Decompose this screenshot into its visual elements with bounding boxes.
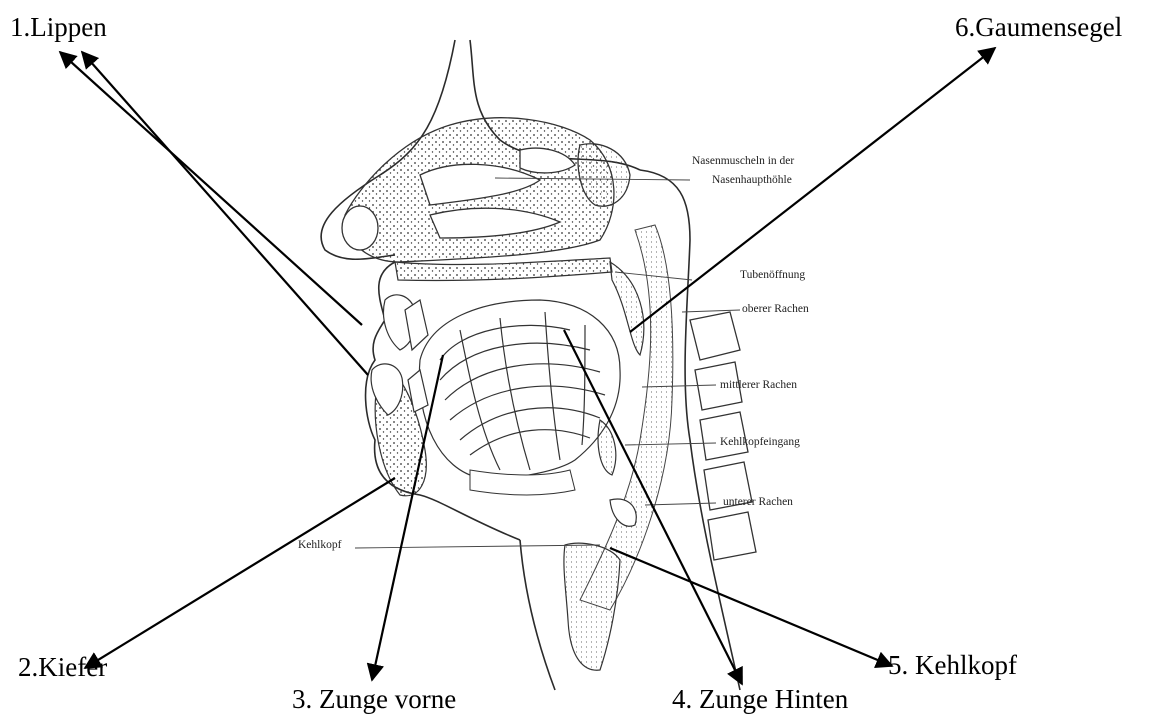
annotation-unterer-rachen: unterer Rachen: [723, 497, 793, 509]
label-gaumensegel: 6.Gaumensegel: [955, 14, 1122, 41]
velum: [610, 262, 644, 355]
arrow-kiefer: [85, 478, 395, 668]
annotation-kehlkopf: Kehlkopf: [298, 540, 341, 552]
label-lippen: 1.Lippen: [10, 14, 107, 41]
label-kiefer: 2.Kiefer: [18, 654, 107, 681]
arrow-lippen-lower: [82, 52, 368, 375]
arrow-lippen-upper: [60, 52, 362, 325]
label-kehlkopf: 5. Kehlkopf: [888, 652, 1017, 679]
label-zunge-hinten: 4. Zunge Hinten: [672, 686, 848, 713]
tongue: [419, 300, 620, 478]
annotation-tubenoeffnung: Tubenöffnung: [740, 270, 805, 282]
annotation-nasenmuscheln-1: Nasenmuscheln in der: [692, 156, 794, 168]
annotation-kehlkopfeingang: Kehlkopfeingang: [720, 437, 800, 449]
lips-teeth: [371, 295, 428, 415]
arrow-gaumensegel: [630, 48, 995, 332]
annotation-nasenmuscheln-2: Nasenhaupthöhle: [712, 175, 792, 187]
hard-palate: [395, 258, 612, 281]
nasal-cavity: [342, 118, 630, 262]
label-zunge-vorne: 3. Zunge vorne: [292, 686, 456, 713]
annotation-oberer-rachen: oberer Rachen: [742, 304, 809, 316]
arrow-kehlkopf: [610, 548, 892, 666]
annotation-mittlerer-rachen: mittlerer Rachen: [720, 380, 797, 392]
